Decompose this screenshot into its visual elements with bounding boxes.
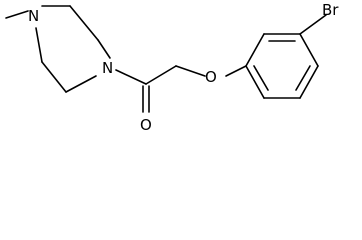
- ring-bond: [299, 33, 319, 67]
- bromine-bond: [299, 14, 327, 35]
- ring-bond: [245, 65, 265, 99]
- ch2-oxygen-bond: [175, 65, 206, 77]
- carbonyl-ch2-bond: [145, 65, 177, 85]
- atom-label-br: Br: [322, 1, 339, 19]
- n-carbonyl-bond: [115, 69, 147, 85]
- methyl-bond: [5, 10, 29, 19]
- aromatic-inner-bond: [253, 65, 269, 91]
- atom-label-o-carbonyl: O: [140, 116, 152, 134]
- ring-bond: [69, 5, 99, 41]
- oxygen-ring-bond: [225, 65, 247, 77]
- ring-bond: [35, 27, 43, 63]
- ring-bond: [299, 65, 319, 99]
- ring-bond: [41, 61, 67, 93]
- ring-bond: [245, 33, 265, 67]
- atom-label-n-methyl: N: [28, 7, 39, 25]
- atom-label-n-amide: N: [102, 59, 113, 77]
- piperazine-ring: [35, 5, 111, 93]
- benzene-ring: [245, 33, 319, 99]
- ring-bond: [65, 75, 97, 93]
- ring-bond: [97, 39, 111, 59]
- structure-diagram: N N O O Br: [5, 1, 339, 134]
- atom-label-o-ether: O: [205, 68, 217, 86]
- aromatic-inner-bond: [295, 65, 311, 91]
